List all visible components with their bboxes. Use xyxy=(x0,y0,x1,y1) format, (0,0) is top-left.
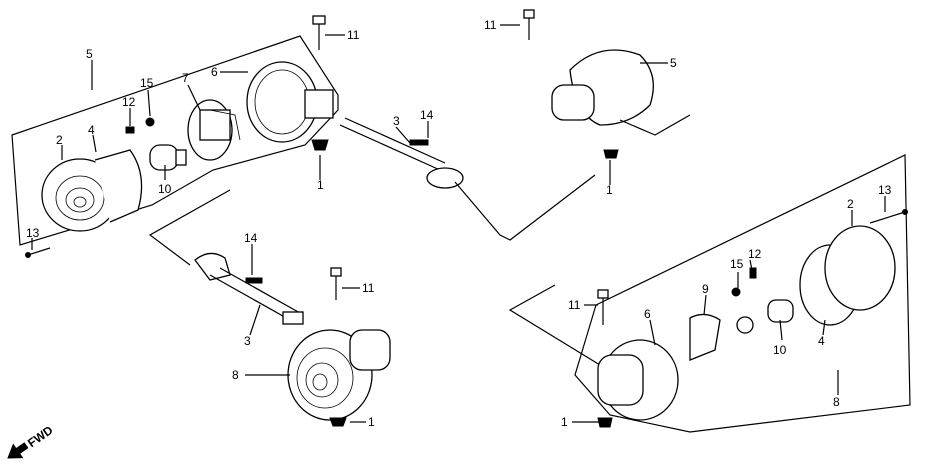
callout-5: 5 xyxy=(86,47,93,61)
callout-2: 2 xyxy=(847,197,854,211)
bulb-part-10-b xyxy=(767,299,794,323)
callout-14: 14 xyxy=(244,231,258,245)
callout-10: 10 xyxy=(158,182,172,196)
nut-part-1-b xyxy=(603,149,619,159)
socket-part-9 xyxy=(689,313,721,361)
callout-13: 13 xyxy=(26,226,40,240)
rear-right-turn-signal xyxy=(508,209,908,428)
callout-2: 2 xyxy=(56,133,63,147)
callout-3: 3 xyxy=(393,114,400,128)
housing-mount xyxy=(304,89,334,119)
nut-part-15 xyxy=(145,117,155,127)
callout-9: 9 xyxy=(702,282,709,296)
fwd-label: FWD xyxy=(25,423,56,450)
rim-part-4 xyxy=(94,149,143,223)
callout-8: 8 xyxy=(833,395,840,409)
upper-stalk-part-3 xyxy=(339,117,596,241)
lens-part-2-b xyxy=(824,225,896,311)
bolt-part-11-a xyxy=(312,15,326,25)
nut-part-15-b xyxy=(731,287,741,297)
callout-11: 11 xyxy=(362,281,375,295)
bulb-part-10 xyxy=(149,144,179,171)
rear-left-turn-signal xyxy=(148,189,391,427)
front-left-group-frame xyxy=(11,35,339,246)
callout-3: 3 xyxy=(244,334,251,348)
front-left-turn-signal xyxy=(25,15,334,258)
bolt-part-11-b xyxy=(523,9,535,19)
callout-8: 8 xyxy=(232,368,239,382)
callout-5: 5 xyxy=(670,56,677,70)
callout-13: 13 xyxy=(878,183,892,197)
callout-12: 12 xyxy=(122,95,136,109)
bolt-part-11-d xyxy=(597,289,609,299)
screw-part-12-b xyxy=(749,267,757,279)
callout-6: 6 xyxy=(211,65,218,79)
callout-4: 4 xyxy=(88,123,95,137)
callout-11: 11 xyxy=(568,298,581,312)
callout-11: 11 xyxy=(347,28,360,42)
callout-labels: 5 2 4 12 15 7 6 10 1 11 3 14 11 5 1 13 1… xyxy=(26,18,892,429)
leader-lines xyxy=(31,24,886,423)
callout-7: 7 xyxy=(182,71,189,85)
screw-part-13 xyxy=(25,252,31,258)
callout-4: 4 xyxy=(818,334,825,348)
callout-12: 12 xyxy=(748,247,762,261)
callout-1: 1 xyxy=(368,415,375,429)
callout-15: 15 xyxy=(140,76,154,90)
callout-14: 14 xyxy=(420,108,434,122)
screw-part-12 xyxy=(125,126,135,134)
callout-6: 6 xyxy=(644,307,651,321)
front-right-turn-signal xyxy=(523,9,691,159)
nut-part-1-a xyxy=(311,139,329,151)
nut-part-1-d xyxy=(597,417,613,428)
bolt-part-14-a xyxy=(409,139,429,146)
callout-15: 15 xyxy=(730,257,744,271)
fwd-arrow-icon: FWD xyxy=(7,423,56,459)
screw-part-13-b xyxy=(902,209,908,215)
bolt-part-11-c xyxy=(330,267,342,277)
stalk-bracket xyxy=(194,252,231,281)
bolt-part-14-b xyxy=(245,277,263,284)
callout-11: 11 xyxy=(484,18,497,32)
callout-1: 1 xyxy=(561,415,568,429)
callout-1: 1 xyxy=(606,183,613,197)
callout-10: 10 xyxy=(773,343,787,357)
callout-1: 1 xyxy=(317,178,324,192)
rear-right-group-frame xyxy=(574,154,911,433)
nut-part-1-c xyxy=(329,417,347,427)
